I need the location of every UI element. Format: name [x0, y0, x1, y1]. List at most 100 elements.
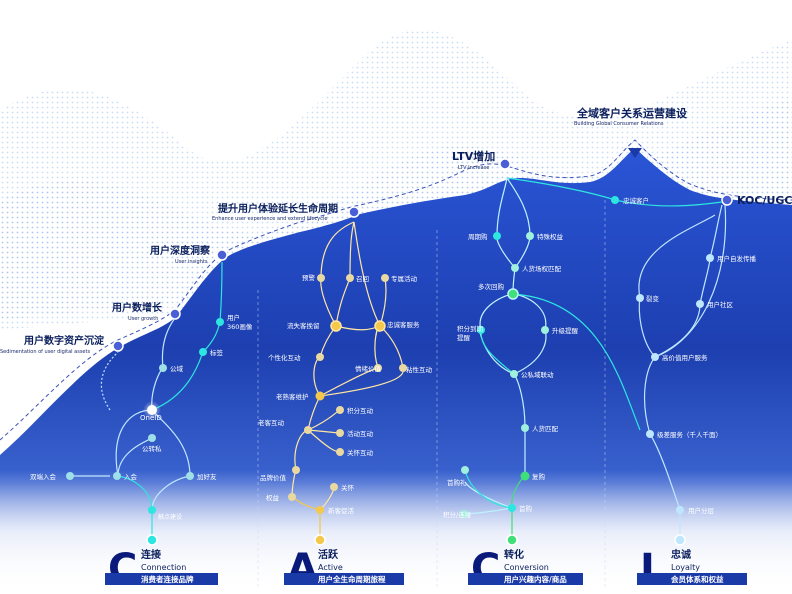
column-bar-text: 会员体系和权益	[671, 574, 724, 584]
node-dot	[336, 406, 344, 414]
goods-rights-match-label: 人货场权匹配	[522, 264, 562, 273]
node-dot	[375, 321, 385, 331]
node-dot	[636, 294, 644, 302]
node-dot	[507, 535, 517, 545]
node-dot	[346, 274, 354, 282]
node-dot	[696, 300, 704, 308]
first-purchase-gift-label: 首购礼	[447, 478, 467, 487]
peak4-subtitle: Enhance user experience and extend lifec…	[212, 216, 327, 222]
loyal-customer-label: 忠诚客户	[623, 196, 649, 205]
differentiated-service-label: 级差服务（千人千面）	[657, 430, 722, 439]
private-link-label: 公私域联动	[521, 370, 554, 379]
points-connect-label: 积分/连接	[443, 510, 472, 519]
first-purchase-label: 首购	[519, 504, 533, 513]
goods-match-label: 人货匹配	[532, 424, 559, 433]
column-subtitle: Active	[318, 563, 343, 572]
oneid-label: OneID	[140, 414, 162, 422]
node-dot	[199, 348, 207, 356]
node-dot	[675, 535, 685, 545]
node-dot	[330, 483, 338, 491]
peak6-title: 全域客户关系运营建设	[576, 106, 688, 120]
node-dot	[676, 506, 684, 514]
public-domain-label: 公域	[170, 364, 184, 373]
node-dot	[317, 274, 325, 282]
new-customer-label: 新客促活	[328, 506, 355, 515]
peak7-title: KOC/UGC	[737, 194, 792, 207]
peak-marker	[500, 159, 510, 169]
column-title: 转化	[504, 548, 524, 561]
node-dot	[113, 472, 121, 480]
peak6-subtitle: Building Global Consumer Relations	[574, 121, 664, 127]
tag-label: 标签	[210, 348, 224, 357]
cycle-purchase-label: 周期购	[468, 232, 488, 241]
node-dot	[521, 472, 530, 481]
brand-value-label: 品牌价值	[260, 473, 287, 482]
recall-label: 召回	[356, 275, 369, 283]
touchpoint-label: 触点建设	[158, 513, 182, 521]
lost-customer-label: 流失客挽留	[287, 321, 320, 330]
node-dot	[292, 466, 300, 474]
node-dot	[331, 321, 341, 331]
node-dot	[315, 535, 325, 545]
node-dot	[336, 429, 344, 437]
node-dot	[186, 472, 194, 480]
care-label: 关怀	[341, 483, 355, 492]
node-dot	[381, 274, 389, 282]
points-expire-label-line1: 积分到期	[457, 324, 484, 333]
rights-label: 权益	[266, 493, 280, 502]
column-bar-text: 用户全生命周期旅程	[318, 574, 386, 584]
column-title: 活跃	[318, 548, 339, 561]
column-title: 忠诚	[671, 548, 691, 561]
node-dot	[510, 370, 518, 378]
column-subtitle: Connection	[141, 563, 186, 572]
peak-marker	[349, 207, 359, 217]
join-label: 入会	[124, 472, 138, 481]
node-dot	[159, 364, 167, 372]
public-to-private-label: 公转私	[142, 444, 162, 453]
old-customer-interaction-label: 老客互动	[258, 418, 285, 427]
points-expire-label-line2: 提醒	[457, 333, 471, 342]
node-dot	[508, 504, 516, 512]
node-dot	[316, 506, 324, 514]
column-letter: L	[640, 546, 666, 592]
peak-marker	[113, 341, 123, 351]
peak3-subtitle: User insights	[175, 259, 208, 265]
old-customer-maintenance-label: 老熟客维护	[276, 392, 309, 401]
node-dot	[316, 392, 325, 401]
user-layer-label: 用户分层	[688, 506, 715, 515]
node-dot	[511, 264, 519, 272]
node-dot	[461, 466, 469, 474]
exclusive-activity-label: 专属活动	[391, 274, 418, 283]
peak5-subtitle: LTV Increase	[458, 165, 489, 171]
upgrade-reminder-label: 升级提醒	[552, 326, 579, 335]
user-community-label: 用户社区	[707, 300, 734, 309]
personalized-interaction-label: 个性化互动	[268, 353, 301, 362]
node-dot	[336, 448, 344, 456]
portrait-label-line2: 360画像	[227, 322, 253, 331]
warning-label: 预警	[302, 273, 316, 282]
node-dot	[216, 318, 224, 326]
node-dot	[288, 493, 296, 501]
node-dot	[541, 326, 549, 334]
column-letter: C	[108, 546, 137, 592]
activity-interaction-label: 活动互动	[347, 429, 374, 438]
node-dot	[521, 424, 529, 432]
peak2-title: 用户数增长	[111, 301, 163, 314]
node-dot	[651, 353, 659, 361]
self-spread-label: 用户自发传播	[717, 254, 757, 263]
column-subtitle: Conversion	[504, 563, 549, 572]
peak1-subtitle: Sedimentation of user digital assets	[0, 349, 90, 355]
column-bar-text: 消费者连接品牌	[141, 574, 194, 584]
peak1-title: 用户数字资产沉淀	[23, 334, 105, 347]
node-dot	[526, 232, 534, 240]
node-dot	[147, 535, 157, 545]
high-value-service-label: 高价值用户服务	[662, 353, 708, 362]
dual-join-label: 双端入会	[30, 472, 57, 481]
sticky-interaction-label: 粘性互动	[406, 365, 433, 374]
peak3-title: 用户深度洞察	[149, 244, 211, 257]
care-interaction-label: 关怀互动	[347, 448, 374, 457]
points-interaction-label: 积分互动	[347, 406, 374, 415]
peak4-title: 提升用户体验延长生命周期	[218, 202, 338, 215]
